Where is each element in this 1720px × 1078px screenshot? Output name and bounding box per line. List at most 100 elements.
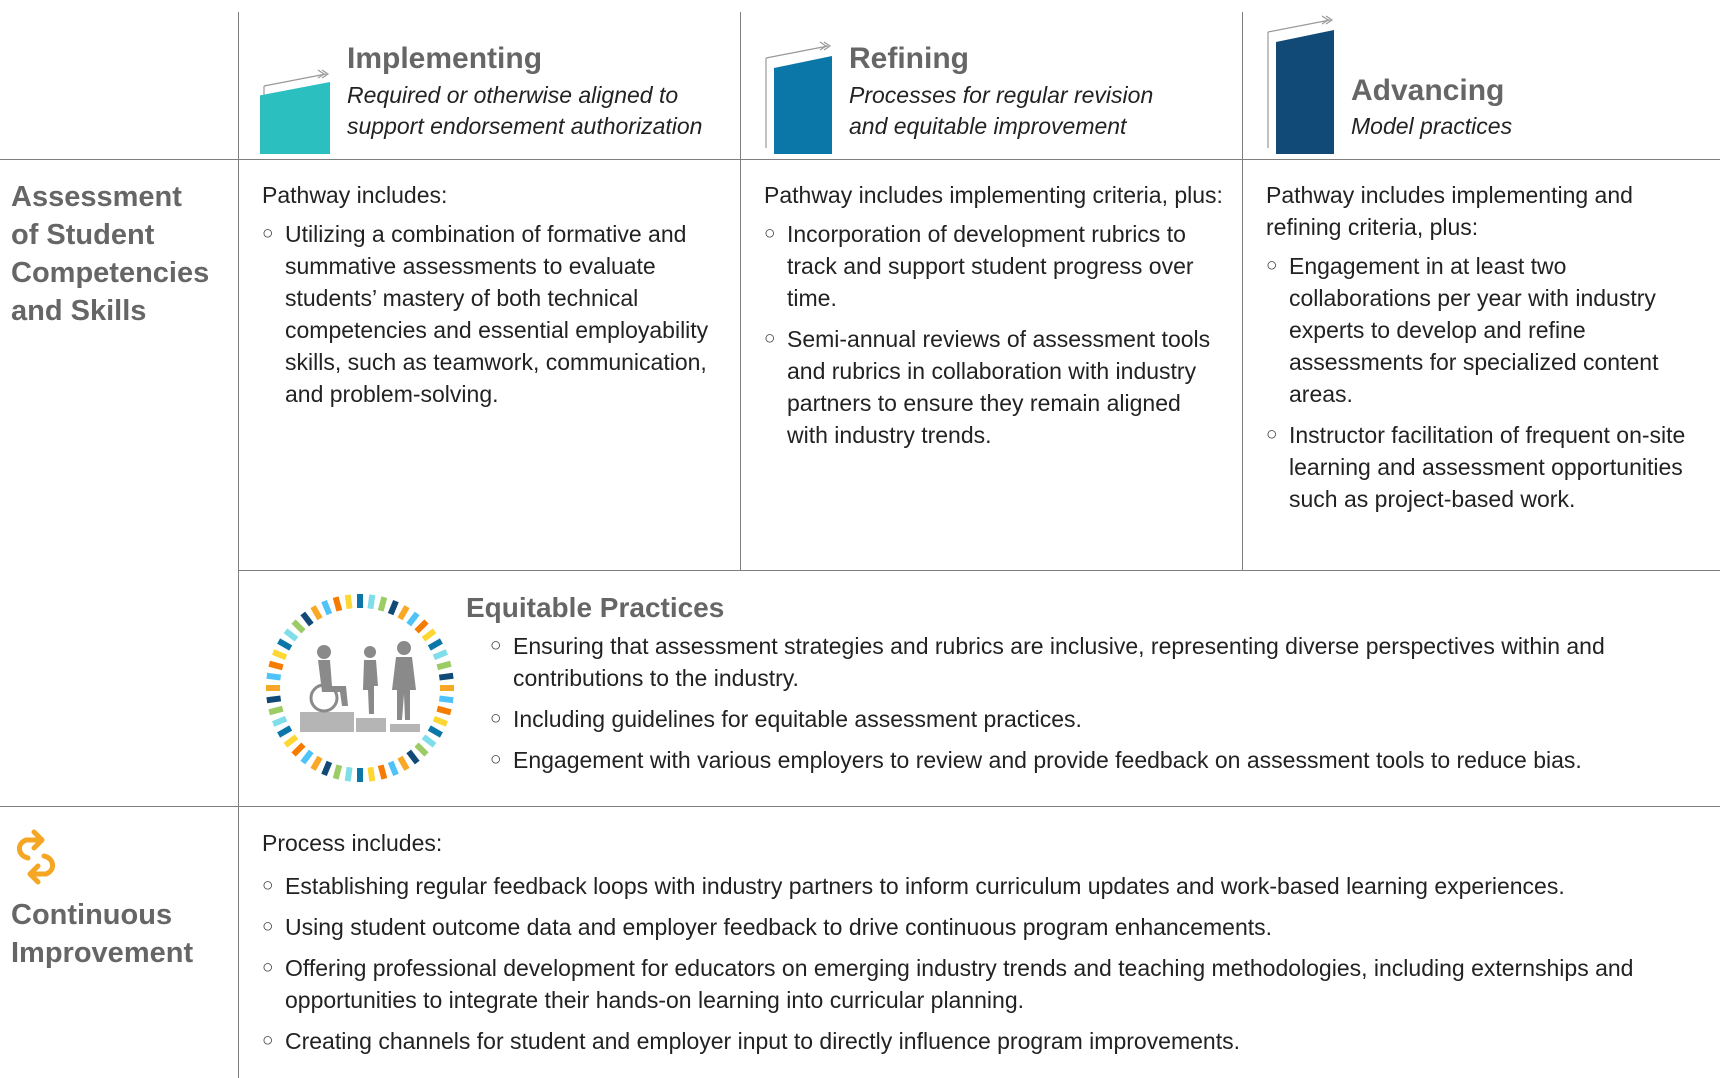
ring-segment	[438, 695, 454, 704]
ring-segment	[310, 755, 323, 771]
list-item: ○ Utilizing a combination of formative a…	[262, 218, 722, 410]
hollow-circle-bullet-icon: ○	[262, 957, 274, 978]
ring-segment	[266, 672, 282, 681]
ring-segment	[332, 596, 343, 612]
ring-segment	[377, 764, 388, 780]
assessment-refining-bullet-2: Semi-annual reviews of assessment tools …	[787, 326, 1211, 448]
assessment-label-line-1: Assessment	[11, 181, 182, 213]
list-item: ○ Offering professional development for …	[262, 952, 1702, 1016]
cycle-arrows-icon	[17, 829, 55, 885]
header-refining: Refining Processes for regular revision …	[740, 12, 1242, 159]
hollow-circle-bullet-icon: ○	[764, 223, 776, 244]
refining-level-icon	[765, 41, 832, 154]
ring-segment	[344, 766, 353, 782]
assessment-implementing-bullet-1: Utilizing a combination of formative and…	[285, 221, 709, 407]
assessment-advancing-cell: Pathway includes implementing and refini…	[1266, 179, 1706, 515]
equitable-bullet-2: Including guidelines for equitable asses…	[513, 706, 1082, 732]
ring-segment	[291, 619, 306, 634]
hollow-circle-bullet-icon: ○	[1266, 424, 1278, 445]
continuous-lead: Process includes:	[262, 830, 443, 856]
equitable-practices-list: ○ Ensuring that assessment strategies an…	[490, 630, 1700, 776]
ring-segment	[421, 628, 437, 642]
ring-segment	[387, 760, 399, 776]
list-item: ○ Semi-annual reviews of assessment tool…	[764, 323, 1224, 451]
ring-segment	[406, 749, 420, 765]
ring-segment	[272, 715, 288, 727]
continuous-bullet-4: Creating channels for student and employ…	[285, 1028, 1240, 1054]
continuous-bullet-2: Using student outcome data and employer …	[285, 914, 1273, 940]
list-item: ○ Engagement with various employers to r…	[490, 744, 1700, 776]
continuous-label-line-2: Improvement	[11, 937, 194, 969]
ring-segment	[397, 605, 410, 621]
hollow-circle-bullet-icon: ○	[262, 1030, 274, 1051]
ring-segment	[414, 619, 429, 634]
hollow-circle-bullet-icon: ○	[262, 875, 274, 896]
assessment-label-line-4: and Skills	[11, 295, 147, 327]
hollow-circle-bullet-icon: ○	[1266, 255, 1278, 276]
ring-segment	[432, 715, 448, 727]
refining-subtitle-line-1: Processes for regular revision	[849, 82, 1154, 108]
ring-segment	[432, 649, 448, 661]
ring-segment	[310, 605, 323, 621]
header-advancing: Advancing Model practices	[1242, 12, 1720, 159]
ring-segment	[283, 734, 299, 748]
list-item: ○ Engagement in at least two collaborati…	[1266, 250, 1706, 410]
list-item: ○ Using student outcome data and employe…	[262, 911, 1702, 943]
ring-segment	[268, 705, 284, 716]
implementing-subtitle-line-2: support endorsement authorization	[347, 113, 703, 139]
assessment-label-line-3: Competencies	[11, 257, 210, 289]
ring-segment	[387, 600, 399, 616]
refining-title: Refining	[849, 42, 969, 75]
grid-line-assessment-bottom	[238, 570, 1720, 571]
assessment-refining-lead: Pathway includes implementing criteria, …	[764, 182, 1223, 208]
ring-segment	[397, 755, 410, 771]
ring-segment	[377, 596, 388, 612]
assessment-implementing-cell: Pathway includes: ○ Utilizing a combinat…	[262, 179, 722, 410]
continuous-content: Process includes: ○ Establishing regular…	[262, 827, 1702, 1057]
assessment-advancing-bullet-1: Engagement in at least two collaboration…	[1289, 253, 1659, 407]
ring-segment	[277, 725, 293, 738]
refining-subtitle-line-2: and equitable improvement	[849, 113, 1127, 139]
grid-line-left	[238, 12, 239, 1078]
ring-segment	[283, 628, 299, 642]
ring-segment	[321, 760, 333, 776]
hollow-circle-bullet-icon: ○	[262, 223, 274, 244]
advancing-subtitle-line-1: Model practices	[1351, 113, 1513, 139]
continuous-bullet-3: Offering professional development for ed…	[285, 955, 1634, 1013]
ring-segment	[427, 725, 443, 738]
assessment-refining-cell: Pathway includes implementing criteria, …	[764, 179, 1224, 451]
equitable-bullet-1: Ensuring that assessment strategies and …	[513, 633, 1605, 691]
assessment-row-label: Assessment of Student Competencies and S…	[11, 178, 231, 330]
ring-segment	[268, 660, 284, 671]
implementing-subtitle-line-1: Required or otherwise aligned to	[347, 82, 679, 108]
list-item: ○ Establishing regular feedback loops wi…	[262, 870, 1702, 902]
ring-segment	[272, 649, 288, 661]
implementing-title: Implementing	[347, 42, 543, 75]
grid-line-header	[0, 159, 1720, 160]
ring-segment	[277, 638, 293, 651]
grid-line-col2	[740, 12, 741, 570]
ring-segment	[291, 742, 306, 757]
ring-segment	[367, 594, 376, 610]
ring-segment	[332, 764, 343, 780]
ring-segment	[266, 695, 282, 704]
hollow-circle-bullet-icon: ○	[764, 328, 776, 349]
ring-segment	[421, 734, 437, 748]
grid-line-equitable-bottom	[0, 806, 1720, 807]
ring-segment	[406, 611, 420, 627]
assessment-label-line-2: of Student	[11, 219, 155, 251]
assessment-refining-bullet-1: Incorporation of development rubrics to …	[787, 221, 1194, 311]
equitable-practices-title: Equitable Practices	[466, 592, 725, 623]
equity-people-ring-icon	[266, 594, 454, 782]
continuous-row-label: Continuous Improvement	[11, 896, 231, 972]
implementing-bar-shape	[260, 82, 330, 154]
list-item: ○ Incorporation of development rubrics t…	[764, 218, 1224, 314]
assessment-implementing-lead: Pathway includes:	[262, 182, 448, 208]
hollow-circle-bullet-icon: ○	[490, 708, 502, 729]
list-item: ○ Ensuring that assessment strategies an…	[490, 630, 1700, 694]
ring-segment	[300, 611, 314, 627]
ring-segment	[427, 638, 443, 651]
refining-bar-shape	[774, 56, 832, 154]
equity-ring-segments	[266, 594, 454, 782]
advancing-title: Advancing	[1351, 74, 1505, 107]
